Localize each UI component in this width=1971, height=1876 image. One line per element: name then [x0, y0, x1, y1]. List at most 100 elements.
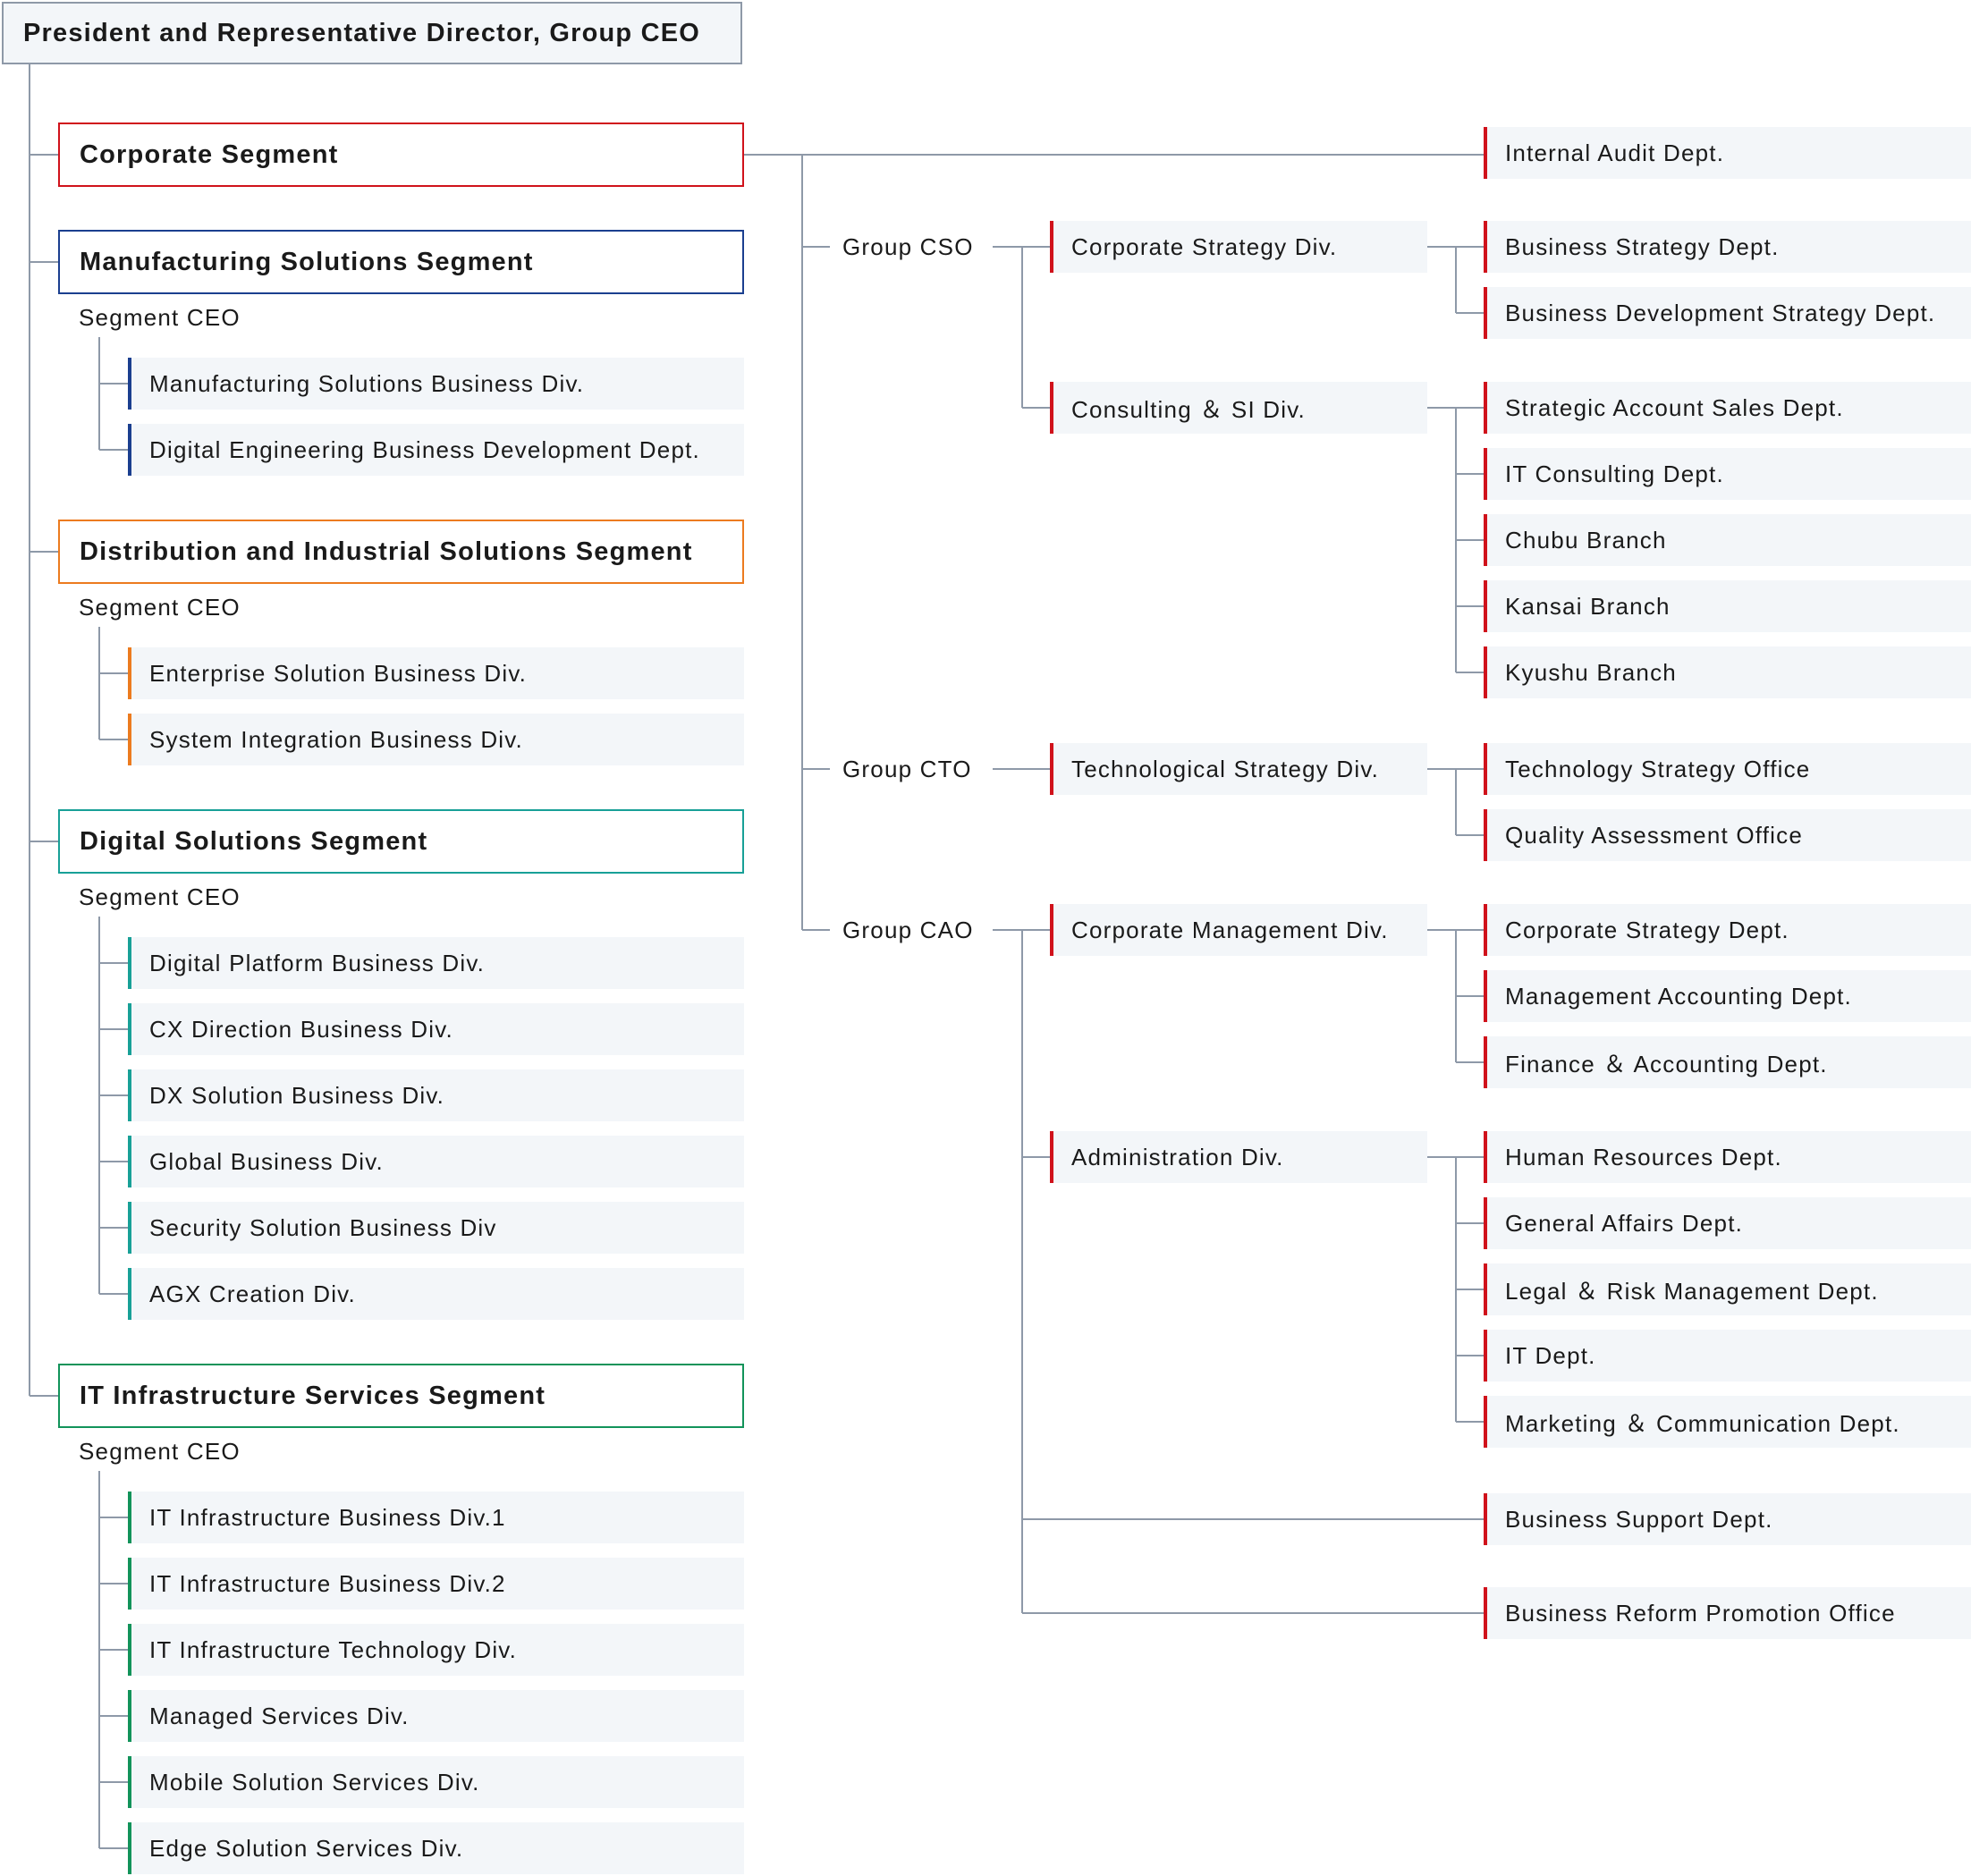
unit-box-label: Manufacturing Solutions Business Div.	[149, 369, 585, 397]
dept-box: Strategic Account Sales Dept.	[1484, 382, 1971, 434]
unit-box: Digital Platform Business Div.	[128, 937, 744, 989]
unit-box-label: System Integration Business Div.	[149, 725, 523, 753]
unit-box-label: Mobile Solution Services Div.	[149, 1768, 480, 1796]
dept-box-label: Kyushu Branch	[1505, 658, 1677, 686]
segment-infrastructure: IT Infrastructure Services Segment	[58, 1364, 744, 1428]
dept-box: Kyushu Branch	[1484, 646, 1971, 698]
dept-box-label: Technology Strategy Office	[1505, 755, 1811, 782]
dept-box-label: Business Support Dept.	[1505, 1505, 1773, 1533]
dept-box-label: General Affairs Dept.	[1505, 1209, 1744, 1237]
segment-ceo-label: Segment CEO	[79, 593, 241, 621]
segment-ceo-label: Segment CEO	[79, 303, 241, 331]
dept-box-label: Strategic Account Sales Dept.	[1505, 393, 1844, 421]
division-box: Corporate Management Div.	[1050, 904, 1427, 956]
dept-box-label: Quality Assessment Office	[1505, 821, 1803, 849]
dept-box-label: Business Reform Promotion Office	[1505, 1599, 1896, 1627]
dept-box: IT Consulting Dept.	[1484, 448, 1971, 500]
dept-internal-audit: Internal Audit Dept.	[1484, 127, 1971, 179]
officer-group-cao: Group CAO	[842, 916, 974, 943]
unit-box: AGX Creation Div.	[128, 1268, 744, 1320]
unit-box: Enterprise Solution Business Div.	[128, 647, 744, 699]
dept-box-label: Business Strategy Dept.	[1505, 232, 1780, 260]
division-box: Technological Strategy Div.	[1050, 743, 1427, 795]
division-box: Consulting ＆ SI Div.	[1050, 382, 1427, 434]
dept-box-label: Human Resources Dept.	[1505, 1143, 1782, 1170]
ceo-box: President and Representative Director, G…	[2, 2, 742, 64]
unit-box: Managed Services Div.	[128, 1690, 744, 1742]
segment-distribution-label: Distribution and Industrial Solutions Se…	[80, 537, 693, 566]
segment-manufacturing: Manufacturing Solutions Segment	[58, 230, 744, 294]
segment-corporate-label: Corporate Segment	[80, 139, 339, 169]
dept-box: Finance ＆ Accounting Dept.	[1484, 1036, 1971, 1088]
dept-box-label: Management Accounting Dept.	[1505, 982, 1852, 1010]
segment-corporate: Corporate Segment	[58, 123, 744, 187]
dept-box-label: IT Consulting Dept.	[1505, 460, 1724, 487]
dept-box-label: Business Development Strategy Dept.	[1505, 299, 1936, 326]
dept-box-label: Kansai Branch	[1505, 592, 1671, 620]
dept-box-label: Legal ＆ Risk Management Dept.	[1505, 1277, 1879, 1305]
unit-box: Edge Solution Services Div.	[128, 1822, 744, 1874]
unit-box: IT Infrastructure Business Div.2	[128, 1558, 744, 1610]
segment-distribution: Distribution and Industrial Solutions Se…	[58, 520, 744, 584]
unit-box-label: Managed Services Div.	[149, 1702, 410, 1729]
dept-box-label: Marketing ＆ Communication Dept.	[1505, 1409, 1900, 1437]
unit-box: Security Solution Business Div	[128, 1202, 744, 1254]
division-box-label: Administration Div.	[1071, 1143, 1284, 1170]
ceo-box-label: President and Representative Director, G…	[23, 18, 701, 47]
dept-box: Business Development Strategy Dept.	[1484, 287, 1971, 339]
unit-box-label: Security Solution Business Div	[149, 1213, 497, 1241]
dept-box: Human Resources Dept.	[1484, 1131, 1971, 1183]
dept-box: Quality Assessment Office	[1484, 809, 1971, 861]
unit-box: DX Solution Business Div.	[128, 1069, 744, 1121]
unit-box-label: IT Infrastructure Business Div.2	[149, 1569, 506, 1597]
dept-box: Legal ＆ Risk Management Dept.	[1484, 1263, 1971, 1315]
unit-box-label: Global Business Div.	[149, 1147, 384, 1175]
dept-box: Business Support Dept.	[1484, 1493, 1971, 1545]
dept-box: Corporate Strategy Dept.	[1484, 904, 1971, 956]
unit-box: System Integration Business Div.	[128, 714, 744, 765]
dept-box: Kansai Branch	[1484, 580, 1971, 632]
dept-box: Business Reform Promotion Office	[1484, 1587, 1971, 1639]
unit-box: Digital Engineering Business Development…	[128, 424, 744, 476]
dept-box: Management Accounting Dept.	[1484, 970, 1971, 1022]
unit-box-label: Digital Engineering Business Development…	[149, 435, 700, 463]
dept-box-label: Chubu Branch	[1505, 526, 1667, 554]
dept-box-label: Corporate Strategy Dept.	[1505, 916, 1789, 943]
segment-manufacturing-label: Manufacturing Solutions Segment	[80, 247, 534, 276]
dept-box-label: IT Dept.	[1505, 1341, 1596, 1369]
dept-box-label: Finance ＆ Accounting Dept.	[1505, 1050, 1828, 1077]
unit-box-label: Digital Platform Business Div.	[149, 949, 486, 976]
unit-box-label: IT Infrastructure Technology Div.	[149, 1635, 517, 1663]
unit-box-label: Enterprise Solution Business Div.	[149, 659, 528, 687]
unit-box: Manufacturing Solutions Business Div.	[128, 358, 744, 410]
unit-box-label: Edge Solution Services Div.	[149, 1834, 464, 1862]
unit-box-label: IT Infrastructure Business Div.1	[149, 1503, 506, 1531]
unit-box-label: CX Direction Business Div.	[149, 1015, 453, 1043]
dept-box: Chubu Branch	[1484, 514, 1971, 566]
officer-group-cso: Group CSO	[842, 232, 974, 260]
unit-box: CX Direction Business Div.	[128, 1003, 744, 1055]
dept-box: General Affairs Dept.	[1484, 1197, 1971, 1249]
dept-internal-audit-label: Internal Audit Dept.	[1505, 139, 1725, 166]
segment-infrastructure-label: IT Infrastructure Services Segment	[80, 1381, 546, 1410]
division-box-label: Consulting ＆ SI Div.	[1071, 395, 1306, 423]
segment-digital: Digital Solutions Segment	[58, 809, 744, 874]
division-box-label: Corporate Management Div.	[1071, 916, 1389, 943]
unit-box-label: AGX Creation Div.	[149, 1280, 356, 1307]
dept-box: Technology Strategy Office	[1484, 743, 1971, 795]
unit-box: IT Infrastructure Technology Div.	[128, 1624, 744, 1676]
unit-box: Global Business Div.	[128, 1136, 744, 1187]
unit-box: IT Infrastructure Business Div.1	[128, 1492, 744, 1543]
dept-box: Marketing ＆ Communication Dept.	[1484, 1396, 1971, 1448]
division-box: Corporate Strategy Div.	[1050, 221, 1427, 273]
officer-group-cto: Group CTO	[842, 755, 972, 782]
division-box: Administration Div.	[1050, 1131, 1427, 1183]
unit-box-label: DX Solution Business Div.	[149, 1081, 445, 1109]
segment-digital-label: Digital Solutions Segment	[80, 826, 428, 856]
division-box-label: Corporate Strategy Div.	[1071, 232, 1338, 260]
segment-ceo-label: Segment CEO	[79, 1437, 241, 1465]
dept-box: IT Dept.	[1484, 1330, 1971, 1382]
dept-box: Business Strategy Dept.	[1484, 221, 1971, 273]
